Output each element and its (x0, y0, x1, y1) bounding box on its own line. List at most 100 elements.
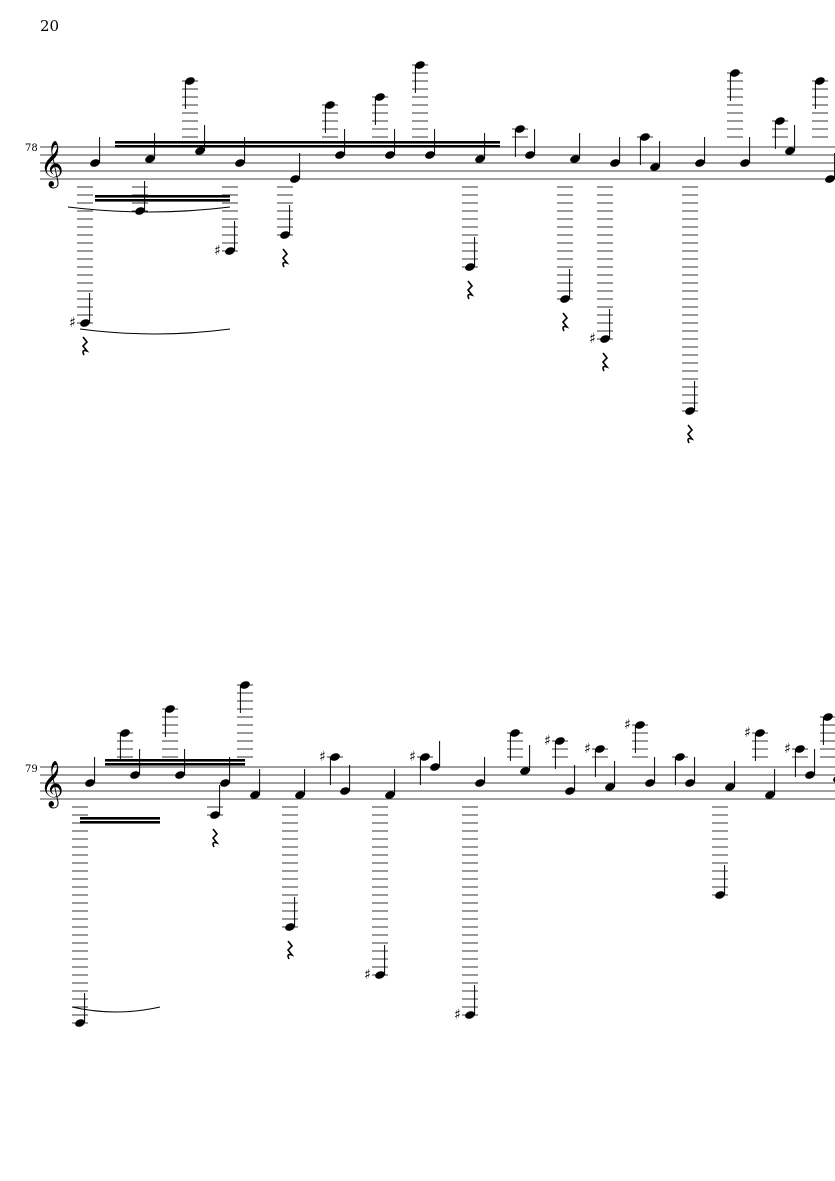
note-head (430, 763, 440, 771)
beam (105, 763, 245, 766)
note-head (715, 891, 725, 899)
sharp-icon: ♯ (784, 741, 791, 757)
notation-measure-78: ♯♯♯ (67, 61, 835, 444)
note-head (465, 1011, 475, 1019)
note-head (210, 811, 220, 819)
note-head (605, 783, 615, 791)
note-head (570, 155, 580, 163)
note-head (685, 779, 695, 787)
note-head (130, 771, 140, 779)
notation-measure-79: ♯♯♯♯♯♯♯♯♯ (71, 681, 835, 1027)
beam (95, 195, 230, 198)
note-head (195, 147, 205, 155)
beam (105, 759, 245, 762)
sharp-icon: ♯ (454, 1007, 461, 1023)
staff-lines-2 (40, 766, 835, 800)
sharp-icon: ♯ (744, 725, 751, 741)
note-head (475, 155, 485, 163)
note-head (120, 729, 130, 737)
note-head (685, 407, 695, 415)
note-head (90, 159, 100, 167)
note-head (815, 77, 825, 85)
note-head (420, 753, 430, 761)
note-head (145, 155, 155, 163)
tie (79, 328, 231, 335)
note-head (635, 721, 645, 729)
quarter-rest-icon (561, 312, 570, 332)
note-head (785, 147, 795, 155)
note-head (525, 151, 535, 159)
tie (67, 206, 231, 213)
note-head (730, 69, 740, 77)
beam (115, 141, 500, 144)
sharp-icon: ♯ (624, 717, 631, 733)
quarter-rest-icon (286, 940, 295, 960)
treble-clef-icon: 𝄞 (40, 761, 64, 809)
note-head (415, 61, 425, 69)
treble-clef-icon: 𝄞 (40, 141, 64, 189)
note-head (560, 295, 570, 303)
sharp-icon: ♯ (214, 243, 221, 259)
note-head (610, 159, 620, 167)
note-head (85, 779, 95, 787)
note-head (290, 175, 300, 183)
tie (71, 1006, 161, 1013)
note-head (475, 779, 485, 787)
system-1: 78 𝄞 ♯♯♯ (25, 61, 835, 444)
note-head (225, 247, 235, 255)
note-head (640, 133, 650, 141)
note-head (80, 319, 90, 327)
note-head (695, 159, 705, 167)
page-number: 20 (40, 17, 59, 35)
beam (80, 821, 160, 824)
note-head (520, 767, 530, 775)
note-head (555, 737, 565, 745)
note-head (235, 159, 245, 167)
note-head (325, 101, 335, 109)
beam (80, 817, 160, 820)
note-head (805, 771, 815, 779)
note-head (250, 791, 260, 799)
note-head (240, 681, 250, 689)
note-head (285, 923, 295, 931)
note-head (375, 93, 385, 101)
note-head (725, 783, 735, 791)
sharp-icon: ♯ (364, 967, 371, 983)
sharp-icon: ♯ (409, 749, 416, 765)
sharp-icon: ♯ (584, 741, 591, 757)
treble-clef-icon: 𝄞 (40, 761, 64, 809)
note-head (510, 729, 520, 737)
note-head (330, 753, 340, 761)
quarter-rest-icon (81, 336, 90, 356)
note-head (165, 705, 175, 713)
quarter-rest-icon (686, 424, 695, 444)
note-head (385, 791, 395, 799)
note-head (335, 151, 345, 159)
quarter-rest-icon (601, 352, 610, 372)
note-head (755, 729, 765, 737)
note-head (645, 779, 655, 787)
note-head (220, 779, 230, 787)
sharp-icon: ♯ (589, 331, 596, 347)
note-head (740, 159, 750, 167)
note-head (765, 791, 775, 799)
system-2: 79 𝄞 ♯♯♯♯♯♯♯♯♯ (25, 681, 835, 1027)
beam (115, 145, 500, 148)
beam (95, 199, 230, 202)
measure-number-78: 78 (25, 143, 38, 154)
note-head (795, 745, 805, 753)
note-head (465, 263, 475, 271)
note-head (675, 753, 685, 761)
quarter-rest-icon (211, 828, 220, 848)
note-head (650, 163, 660, 171)
note-head (595, 745, 605, 753)
note-head (385, 151, 395, 159)
note-head (515, 125, 525, 133)
quarter-rest-icon (281, 248, 290, 268)
note-head (280, 231, 290, 239)
staff-lines-1 (40, 146, 835, 180)
note-head (425, 151, 435, 159)
note-head (75, 1019, 85, 1027)
note-head (565, 787, 575, 795)
